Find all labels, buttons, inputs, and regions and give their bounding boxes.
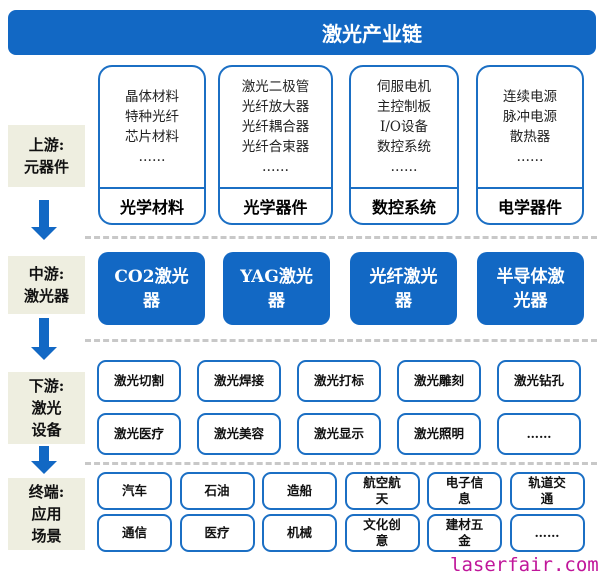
application-box: 航空航天	[344, 472, 420, 510]
component-item: 伺服电机	[377, 79, 431, 95]
laser-type-box: YAG激光器	[223, 252, 330, 325]
component-item: 光纤放大器	[241, 99, 310, 115]
component-item: 光纤耦合器	[241, 119, 310, 135]
category-label: 电学器件	[478, 187, 582, 223]
component-item: 连续电源	[503, 89, 557, 105]
component-item: 晶体材料	[125, 89, 179, 105]
component-item: ……	[262, 159, 289, 175]
component-list: 伺服电机主控制板 I/O设备数控系统 ……	[351, 67, 457, 187]
component-list: 激光二极管光纤放大器光纤耦合器光纤合束器 ……	[220, 67, 331, 187]
component-item: I/O设备	[380, 119, 428, 135]
laser-type-box: 光纤激光器	[350, 252, 457, 325]
component-list: 晶体材料特种光纤芯片材料 ……	[100, 67, 204, 187]
application-box: ……	[509, 514, 585, 552]
page-title: 激光产业链	[8, 10, 596, 55]
laser-equipment-box: 激光显示	[297, 413, 381, 455]
category-label: 数控系统	[351, 187, 457, 223]
laser-equipment-box: 激光切割	[97, 360, 181, 402]
watermark: laserfair.com	[450, 554, 599, 576]
upstream-category-card: 连续电源脉冲电源散热器 …… 电学器件	[476, 65, 584, 225]
application-box: 电子信息	[427, 472, 502, 510]
component-item: 脉冲电源	[503, 109, 557, 125]
laser-equipment-box: 激光美容	[197, 413, 281, 455]
component-item: 激光二极管	[241, 79, 310, 95]
application-box: 石油	[179, 472, 255, 510]
application-box: 文化创意	[344, 514, 420, 552]
stage-label-midstream: 中游: 激光器	[8, 256, 85, 314]
upstream-category-card: 伺服电机主控制板 I/O设备数控系统 …… 数控系统	[349, 65, 459, 225]
component-item: 数控系统	[377, 139, 431, 155]
component-item: 散热器	[509, 129, 551, 145]
category-label: 光学器件	[220, 187, 331, 223]
application-box: 建材五金	[427, 514, 502, 552]
component-list: 连续电源脉冲电源散热器 ……	[478, 67, 582, 187]
upstream-category-card: 晶体材料特种光纤芯片材料 …… 光学材料	[98, 65, 206, 225]
laser-equipment-box: 激光照明	[397, 413, 481, 455]
stage-label-upstream: 上游: 元器件	[8, 125, 85, 187]
laser-equipment-box: 激光医疗	[97, 413, 181, 455]
category-label: 光学材料	[100, 187, 204, 223]
laser-equipment-box: 激光打标	[297, 360, 381, 402]
component-item: ……	[390, 159, 418, 175]
stage-label-terminal: 终端: 应用 场景	[8, 478, 85, 550]
application-box: 造船	[262, 472, 337, 510]
component-item: 芯片材料	[125, 129, 179, 145]
component-item: ……	[138, 149, 166, 165]
component-item: 主控制板	[377, 99, 431, 115]
upstream-category-card: 激光二极管光纤放大器光纤耦合器光纤合束器 …… 光学器件	[218, 65, 333, 225]
laser-equipment-box: 激光焊接	[197, 360, 281, 402]
application-box: 医疗	[179, 514, 255, 552]
stage-label-downstream: 下游: 激光 设备	[8, 372, 85, 444]
application-box: 汽车	[97, 472, 172, 510]
laser-equipment-box: 激光雕刻	[397, 360, 481, 402]
laser-equipment-box: ……	[497, 413, 581, 455]
laser-equipment-box: 激光钻孔	[497, 360, 581, 402]
divider	[85, 339, 597, 342]
laser-type-box: CO2激光器	[98, 252, 205, 325]
divider	[85, 236, 597, 239]
application-box: 通信	[97, 514, 172, 552]
divider	[85, 462, 597, 465]
component-item: ……	[516, 149, 544, 165]
component-item: 特种光纤	[125, 109, 179, 125]
application-box: 机械	[262, 514, 337, 552]
application-box: 轨道交通	[509, 472, 585, 510]
component-item: 光纤合束器	[241, 139, 310, 155]
laser-type-box: 半导体激光器	[477, 252, 584, 325]
